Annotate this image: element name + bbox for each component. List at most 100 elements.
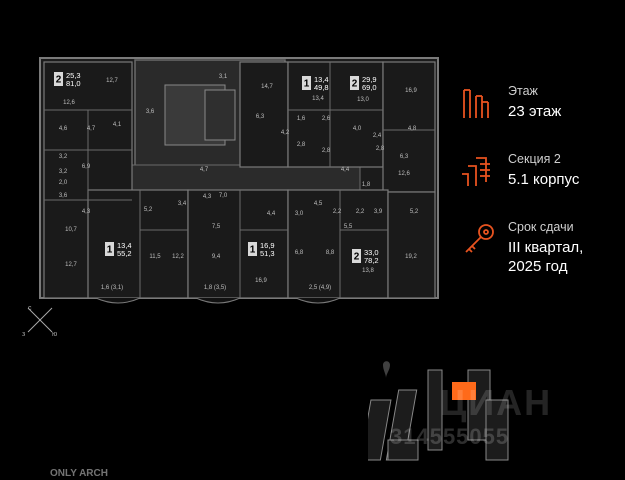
compass-west: з bbox=[22, 331, 25, 338]
apt-zone-2 bbox=[239, 61, 289, 168]
rooms-count: 1 bbox=[304, 79, 310, 90]
room-area-label: 4,2 bbox=[281, 130, 290, 136]
room-area-label: 1,8 (3,5) bbox=[204, 285, 226, 291]
room-area-label: 2,4 bbox=[373, 133, 382, 139]
rooms-count: 2 bbox=[354, 252, 360, 263]
room-area-label: 4,1 bbox=[113, 122, 122, 128]
room-area-label: 2,8 bbox=[376, 146, 385, 152]
room-area-label: 12,7 bbox=[65, 262, 77, 268]
section-value: 5.1 корпус bbox=[508, 171, 580, 188]
apt-zone-5 bbox=[87, 189, 189, 299]
apartment-badge[interactable]: 2 25,381,0 bbox=[54, 71, 81, 88]
total-area: 49,8 bbox=[314, 83, 329, 92]
room-area-label: 6,3 bbox=[400, 154, 409, 160]
rooms-count: 2 bbox=[56, 75, 62, 86]
rooms-count: 1 bbox=[107, 245, 113, 256]
room-area-label: 13,4 bbox=[312, 96, 324, 102]
room-area-label: 5,5 bbox=[344, 224, 353, 230]
compass: с з ю bbox=[22, 305, 57, 338]
room-area-label: 2,0 bbox=[59, 180, 68, 186]
rooms-box bbox=[105, 242, 114, 256]
total-area: 81,0 bbox=[66, 79, 81, 88]
room-area-label: 10,7 bbox=[65, 227, 77, 233]
rooms-box bbox=[54, 72, 63, 86]
room-area-label: 2,6 bbox=[322, 116, 331, 122]
room-area-label: 5,2 bbox=[144, 207, 153, 213]
room-area-label: 4,7 bbox=[87, 126, 96, 132]
apartment-badge[interactable]: 1 13,449,8 bbox=[302, 75, 329, 92]
room-area-label: 12,6 bbox=[63, 100, 75, 106]
room-area-label: 11,5 bbox=[149, 254, 161, 260]
building-minimap bbox=[368, 361, 509, 461]
rooms-box bbox=[350, 76, 359, 90]
room-area-label: 12,2 bbox=[172, 254, 184, 260]
total-area: 55,2 bbox=[117, 249, 132, 258]
deadline-label: Срок сдачи bbox=[508, 220, 574, 234]
room-area-label: 3,6 bbox=[146, 109, 155, 115]
room-area-label: 2,5 (4,9) bbox=[309, 285, 331, 291]
room-area-label: 5,2 bbox=[410, 209, 419, 215]
room-area-label: 3,4 bbox=[178, 201, 187, 207]
room-area-label: 3,2 bbox=[59, 169, 68, 175]
room-area-label: 4,8 bbox=[408, 126, 417, 132]
living-area: 29,9 bbox=[362, 75, 377, 84]
rooms-box bbox=[352, 249, 361, 263]
key-icon bbox=[465, 224, 494, 253]
compass-north: с bbox=[28, 305, 32, 312]
room-area-label: 2,8 bbox=[297, 142, 306, 148]
apt-zone-8 bbox=[387, 191, 436, 299]
rooms-box bbox=[248, 242, 257, 256]
living-area: 13,4 bbox=[314, 75, 329, 84]
living-area: 16,9 bbox=[260, 241, 275, 250]
room-area-label: 4,3 bbox=[82, 209, 91, 215]
living-area: 25,3 bbox=[66, 71, 81, 80]
info-panel: Этаж 23 этаж Секция 2 5.1 корпус Срок сд… bbox=[460, 0, 625, 480]
compass-south: ю bbox=[52, 331, 57, 338]
room-area-label: 12,6 bbox=[398, 171, 410, 177]
room-area-label: 2,2 bbox=[356, 209, 365, 215]
room-area-label: 4,3 bbox=[203, 194, 212, 200]
room-area-label: 4,5 bbox=[314, 201, 323, 207]
apt-zone-7 bbox=[287, 189, 389, 299]
room-area-label: 9,4 bbox=[212, 254, 221, 260]
location-pin-icon bbox=[383, 361, 390, 378]
room-area-label: 8,8 bbox=[326, 250, 335, 256]
room-area-label: 16,9 bbox=[255, 278, 267, 284]
room-area-label: 14,7 bbox=[261, 84, 273, 90]
room-area-label: 4,6 bbox=[59, 126, 68, 132]
watermark-id: 314555055 bbox=[390, 424, 510, 449]
room-area-label: 4,4 bbox=[267, 211, 276, 217]
room-area-label: 7,0 bbox=[219, 193, 228, 199]
floor-label: Этаж bbox=[508, 84, 538, 98]
brand-logo: ONLY ARCH bbox=[50, 468, 108, 479]
room-area-label: 7,5 bbox=[212, 224, 221, 230]
rooms-box bbox=[302, 76, 311, 90]
room-area-label: 4,7 bbox=[200, 167, 209, 173]
room-area-label: 13,8 bbox=[362, 268, 374, 274]
stairs bbox=[204, 89, 236, 141]
floor-icon bbox=[463, 89, 489, 118]
room-area-label: 6,8 bbox=[295, 250, 304, 256]
room-area-label: 6,9 bbox=[82, 164, 91, 170]
total-area: 69,0 bbox=[362, 83, 377, 92]
room-area-label: 4,0 bbox=[353, 126, 362, 132]
balcony-1 bbox=[95, 297, 141, 304]
total-area: 78,2 bbox=[364, 256, 379, 265]
room-area-label: 16,9 bbox=[405, 88, 417, 94]
section-icon bbox=[462, 157, 490, 186]
deadline-value-line2: 2025 год bbox=[508, 258, 568, 275]
room-area-label: 1,8 bbox=[362, 182, 371, 188]
section-label: Секция 2 bbox=[508, 152, 561, 166]
watermark-logo: ЦИАН bbox=[440, 382, 553, 423]
deadline-value-line1: III квартал, bbox=[508, 239, 584, 256]
rooms-count: 1 bbox=[250, 245, 256, 256]
balcony-3 bbox=[295, 297, 341, 304]
room-area-label: 2,2 bbox=[333, 209, 342, 215]
floor-value: 23 этаж bbox=[508, 103, 562, 120]
